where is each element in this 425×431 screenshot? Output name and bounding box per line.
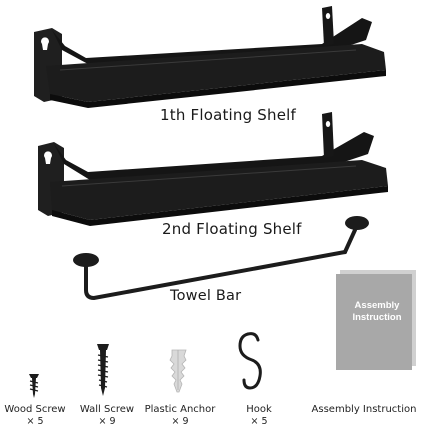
- towel-bar: [73, 216, 369, 301]
- hook-label: Hook: [246, 404, 272, 415]
- floating-shelf-2: [38, 112, 388, 226]
- towel-bar-label: Towel Bar: [170, 288, 242, 304]
- assembly-instruction-label: Assembly Instruction: [311, 404, 417, 415]
- wood-screw-qty: × 5: [26, 416, 44, 427]
- shelf-1-board: [46, 44, 386, 102]
- keyhole-icon: [41, 37, 49, 50]
- shelf-2-board: [50, 160, 388, 220]
- plastic-anchor-qty: × 9: [171, 416, 189, 427]
- wall-screw-qty: × 9: [98, 416, 116, 427]
- shelf-2-label: 2nd Floating Shelf: [162, 220, 302, 238]
- wall-screw-label: Wall Screw: [79, 404, 135, 415]
- instruction-booklet-icon: [336, 270, 416, 370]
- hook-qty: × 5: [250, 416, 268, 427]
- plastic-anchor-icon: [169, 349, 187, 393]
- keyhole-icon: [44, 151, 52, 164]
- wall-screw-icon: [97, 344, 109, 396]
- booklet-cover-title: Assembly Instruction: [352, 300, 402, 323]
- wood-screw-label: Wood Screw: [4, 404, 66, 415]
- s-hook-icon: [238, 332, 262, 390]
- floating-shelf-1: [34, 6, 386, 108]
- wood-screw-icon: [29, 374, 39, 398]
- shelf-1-label: 1th Floating Shelf: [160, 106, 297, 124]
- plastic-anchor-label: Plastic Anchor: [144, 404, 216, 415]
